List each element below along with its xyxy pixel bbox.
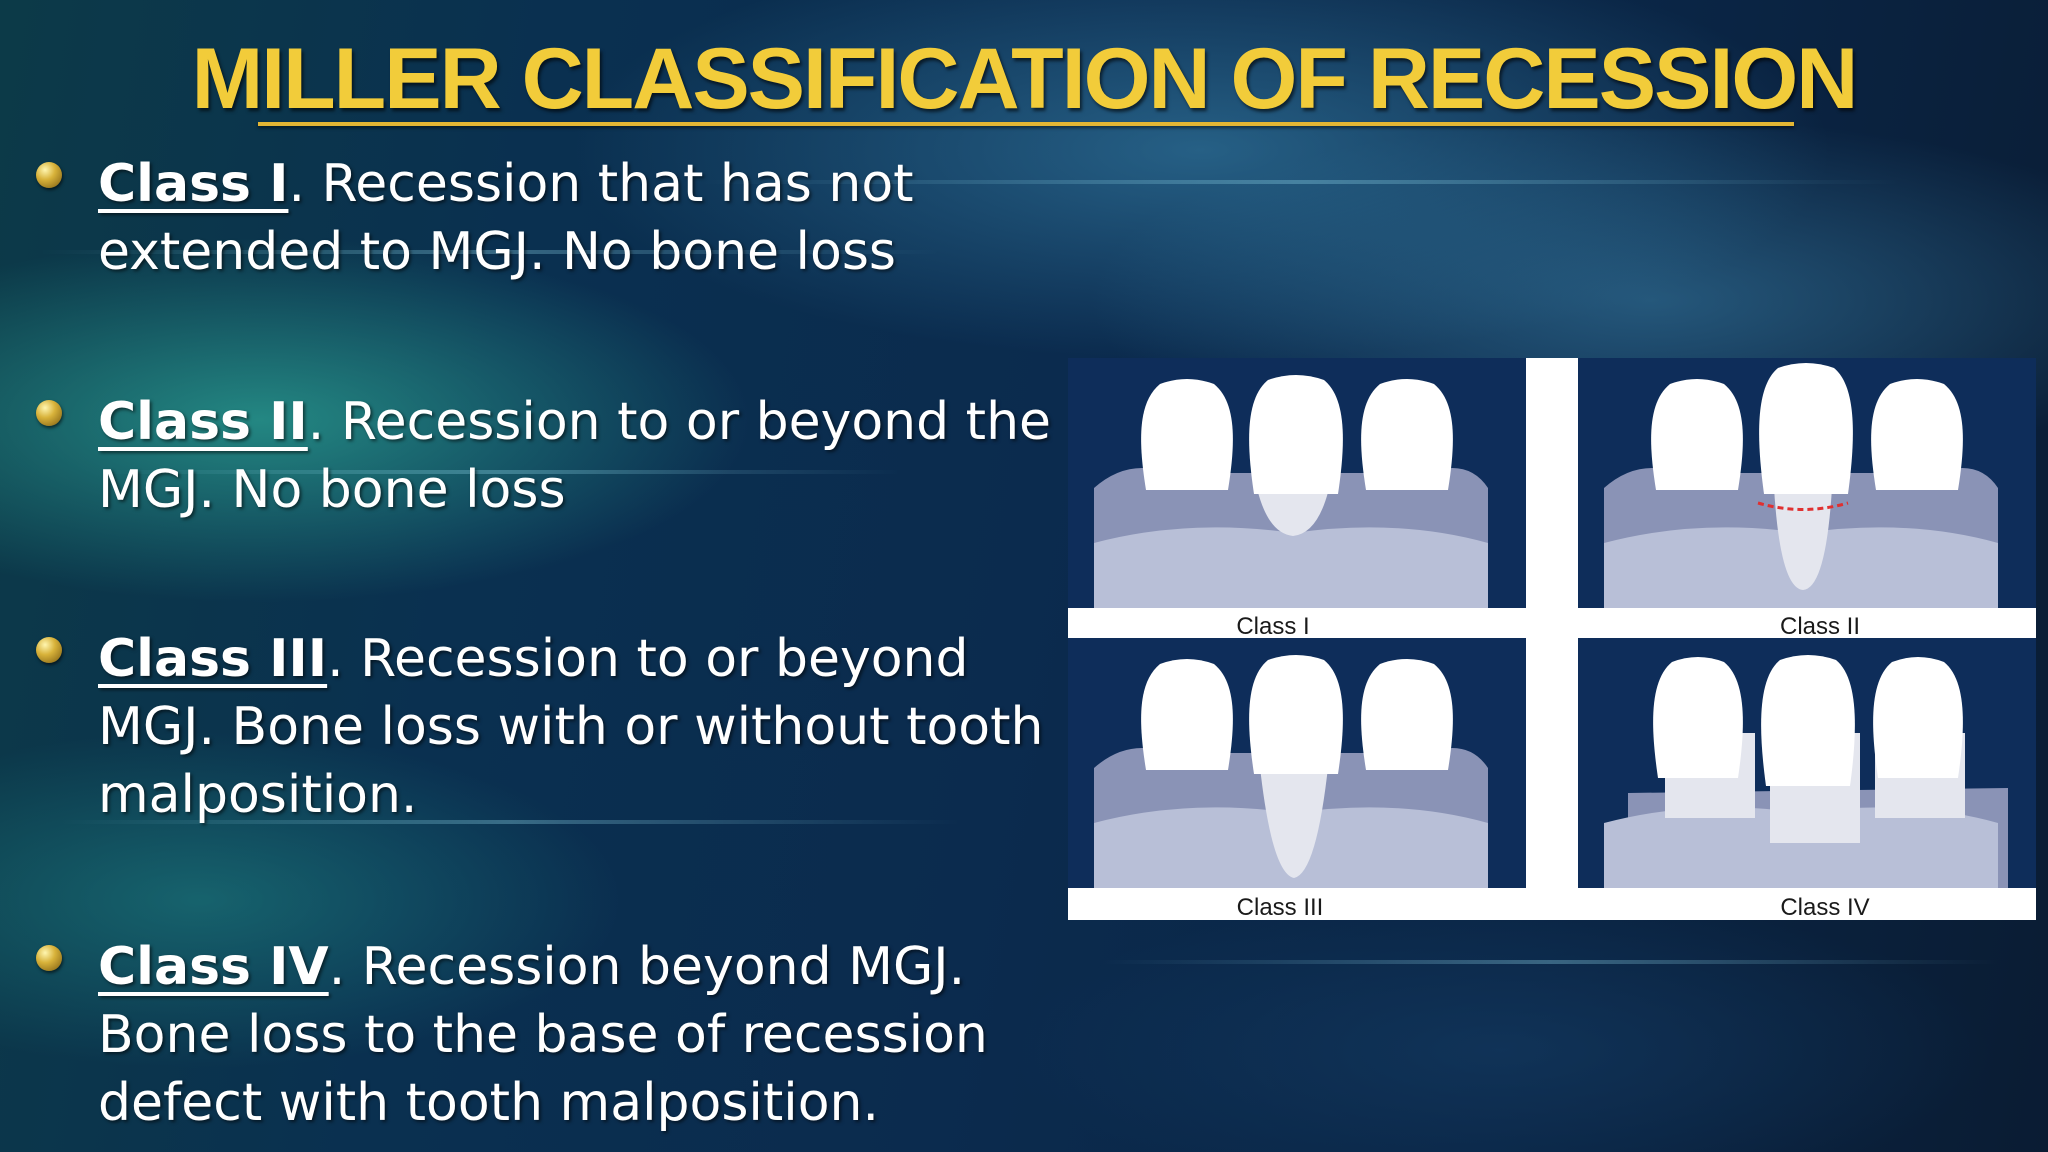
tooth-crown [1249, 655, 1343, 774]
class-description: . Recession beyond MGJ. Bone loss to the… [98, 937, 988, 1133]
tooth-crown [1761, 655, 1855, 786]
background-streak [1100, 960, 2000, 964]
class-item: Class III. Recession to or beyond MGJ. B… [98, 625, 1098, 829]
class-description: . Recession to or beyond MGJ. Bone loss … [98, 629, 1044, 825]
class-label: Class III [98, 629, 328, 689]
tooth-crown [1361, 659, 1453, 770]
teeth-illustration: Class I Class II Class III Class IV [1068, 358, 2036, 920]
class-item: Class IV. Recession beyond MGJ. Bone los… [98, 933, 998, 1137]
caption-class-iv: Class IV [1780, 894, 1869, 920]
bullet-icon [36, 945, 62, 971]
caption-class-i: Class I [1236, 613, 1309, 640]
class-label: Class II [98, 392, 308, 452]
bullet-icon [36, 400, 62, 426]
class-label: Class I [98, 154, 289, 214]
tooth-crown [1653, 657, 1743, 778]
class-label: Class IV [98, 937, 329, 997]
exposed-root [1773, 468, 1833, 590]
miller-classification-figure: Class I Class II Class III Class IV [1068, 358, 2036, 920]
background-streak [100, 470, 900, 474]
class-item: Class II. Recession to or beyond the MGJ… [98, 388, 1058, 524]
tooth-crown [1759, 363, 1853, 494]
caption-class-iii: Class III [1237, 894, 1324, 920]
tooth-crown [1361, 379, 1453, 490]
slide-title: MILLER CLASSIFICATION OF RECESSION [191, 31, 1859, 127]
class-description: . Recession that has not extended to MGJ… [98, 154, 914, 282]
tooth-crown [1141, 659, 1233, 770]
tooth-crown [1651, 379, 1743, 490]
tooth-crown [1873, 657, 1963, 778]
mgj-dashed-line [1757, 501, 1849, 511]
class-item: Class I. Recession that has not extended… [98, 150, 978, 286]
class-description: . Recession to or beyond the MGJ. No bon… [98, 392, 1052, 520]
title-underline [258, 122, 1794, 126]
bone [1604, 807, 1998, 888]
background-streak [40, 250, 940, 254]
background-streak [60, 820, 960, 824]
tooth-crown [1249, 375, 1343, 494]
tooth-crown [1871, 379, 1963, 490]
caption-class-ii: Class II [1780, 613, 1860, 640]
bullet-icon [36, 162, 62, 188]
tooth-crown [1141, 379, 1233, 490]
exposed-root [1258, 748, 1330, 878]
bullet-icon [36, 637, 62, 663]
background-streak [700, 180, 1900, 184]
bone [1094, 527, 1488, 608]
panels-group [1068, 358, 2036, 888]
